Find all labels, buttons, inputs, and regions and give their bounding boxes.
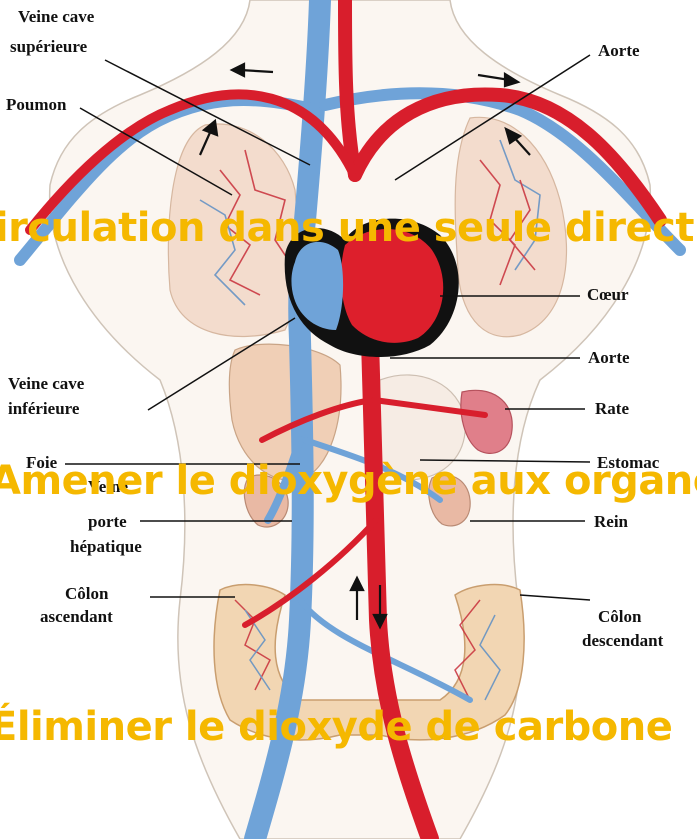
label-veine-cave-superieure-line2: supérieure <box>10 37 88 56</box>
label-colon-ascendant-line2: ascendant <box>40 607 113 626</box>
label-veine-cave-inferieure-line1: Veine cave <box>8 374 85 393</box>
overlay-caption-3: Éliminer le dioxyde de carbone <box>0 704 672 750</box>
label-colon-descendant-line1: Côlon <box>598 607 642 626</box>
label-aorte-top: Aorte <box>598 41 640 60</box>
label-veine-porte-line3: hépatique <box>70 537 142 556</box>
overlay-caption-1: Circulation dans une seule direction <box>0 205 697 251</box>
label-colon-ascendant-line1: Côlon <box>65 584 109 603</box>
label-poumon: Poumon <box>6 95 67 114</box>
label-coeur: Cœur <box>587 285 629 304</box>
label-veine-cave-inferieure-line2: inférieure <box>8 399 80 418</box>
label-veine-cave-superieure-line1: Veine cave <box>18 7 95 26</box>
label-rate: Rate <box>595 399 629 418</box>
overlay-caption-2: Amener le dioxygène aux organes <box>0 458 697 504</box>
label-aorte-mid: Aorte <box>588 348 630 367</box>
label-veine-porte-line2: porte <box>88 512 127 531</box>
label-rein: Rein <box>594 512 629 531</box>
label-colon-descendant-line2: descendant <box>582 631 664 650</box>
